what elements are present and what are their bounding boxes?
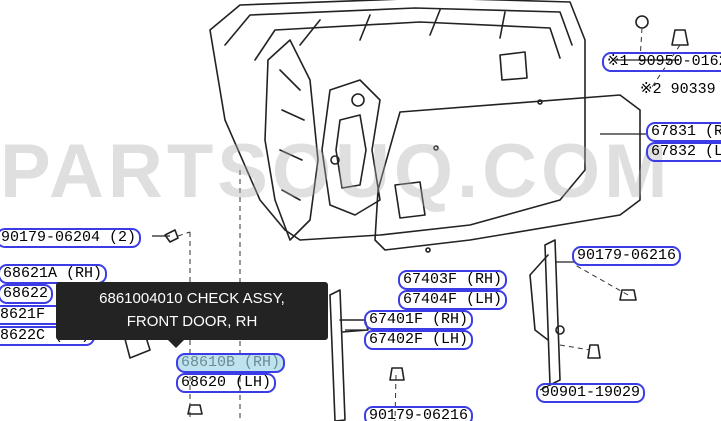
- service-hole-cover: [374, 94, 641, 251]
- callout-67404f-lh[interactable]: 67404F (LH): [398, 290, 508, 310]
- callout-90901-19029[interactable]: 90901-19029: [536, 383, 646, 403]
- callout-90179-06204[interactable]: 90179-06204 (2): [0, 228, 142, 248]
- tooltip-line-1: 6861004010 CHECK ASSY,: [99, 290, 285, 307]
- part-tooltip: 6861004010 CHECK ASSY, FRONT DOOR, RH: [56, 282, 328, 340]
- callout-68620-lh[interactable]: 68620 (LH): [176, 373, 277, 393]
- hinge-pillar: [264, 39, 319, 241]
- callout-68610b-rh[interactable]: 68610B (RH): [176, 353, 286, 373]
- tooltip-arrow: [168, 340, 184, 348]
- door-shell: [209, 0, 586, 241]
- callout-68622[interactable]: 68622: [0, 284, 54, 304]
- callout-67832-lh[interactable]: 67832 (LH): [646, 142, 721, 162]
- tooltip-line-2: FRONT DOOR, RH: [126, 313, 258, 330]
- callout-90950-01621[interactable]: ※1 90950-01621: [602, 52, 721, 72]
- callout-67831-rh[interactable]: 67831 (RH): [646, 122, 721, 142]
- callout-67402f-lh[interactable]: 67402F (LH): [364, 330, 474, 350]
- callout-68621a-rh[interactable]: 68621A (RH): [0, 264, 108, 284]
- callout-67403f-rh[interactable]: 67403F (RH): [398, 270, 508, 290]
- callout-90179-06216-lower[interactable]: 90179-06216: [364, 406, 474, 421]
- callout-90339[interactable]: ※2 90339: [640, 81, 716, 98]
- callout-90179-06216-upper[interactable]: 90179-06216: [572, 246, 682, 266]
- callout-67401f-rh[interactable]: 67401F (RH): [364, 310, 474, 330]
